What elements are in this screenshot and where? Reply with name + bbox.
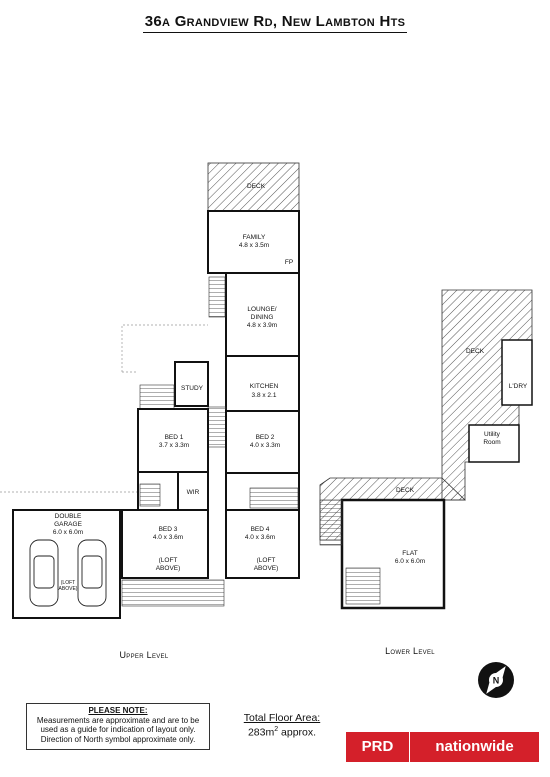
- logo-left: PRD: [346, 732, 409, 762]
- utility-label-2: Room: [483, 439, 501, 446]
- laundry: [501, 339, 533, 406]
- lounge-label-2: DINING: [250, 314, 274, 321]
- fireplace-label: FP: [284, 259, 294, 266]
- note-box: PLEASE NOTE: Measurements are approximat…: [26, 703, 210, 750]
- garage-label: DOUBLE: [54, 513, 82, 520]
- kitchen-dim: 3.8 x 2.1: [251, 392, 277, 399]
- garage-loft-label: (LOFT: [60, 580, 76, 586]
- flat-dim: 6.0 x 6.0m: [394, 558, 426, 565]
- garage-dim: 6.0 x 6.0m: [52, 529, 84, 536]
- kitchen-label: KITCHEN: [249, 383, 279, 390]
- logo-right: nationwide: [410, 732, 539, 762]
- bed1-label: BED 1: [164, 434, 184, 441]
- bed2-dim: 4.0 x 3.3m: [249, 442, 281, 449]
- bed4-loft-2: ABOVE): [253, 565, 279, 572]
- bed4-loft: (LOFT: [256, 557, 276, 564]
- upper-deck-label: DECK: [246, 183, 266, 190]
- total-floor-area: Total Floor Area: 283m2 approx.: [232, 712, 332, 739]
- flat-label: FLAT: [402, 550, 418, 557]
- lounge-dining: [225, 272, 300, 357]
- bed1-dim: 3.7 x 3.3m: [158, 442, 190, 449]
- note-line-1: Measurements are approximate and are to …: [36, 715, 200, 725]
- lower-deck-label: DECK: [395, 487, 415, 494]
- utility-label: Utility: [484, 431, 500, 438]
- garage-loft-label-2: ABOVE): [58, 586, 78, 592]
- utility-room: [468, 424, 520, 463]
- laundry-label: L'DRY: [508, 383, 528, 390]
- car-icon: [29, 539, 107, 607]
- page-title: 36a Grandview Rd, New Lambton Hts: [144, 13, 406, 30]
- north-compass-icon: N: [476, 660, 516, 700]
- site-boundary: [0, 324, 208, 493]
- upper-level-label: Upper Level: [119, 650, 169, 660]
- family-label: FAMILY: [242, 234, 266, 241]
- area-value: 283m2 approx.: [247, 726, 317, 739]
- note-line-2: used as a guide for indication of layout…: [40, 725, 196, 734]
- study-label: STUDY: [180, 385, 204, 392]
- floor-plan: [0, 162, 533, 619]
- lounge-label: LOUNGE/: [247, 306, 277, 313]
- bed3-dim: 4.0 x 3.6m: [152, 534, 184, 541]
- north-letter: N: [493, 676, 500, 686]
- bed4-dim: 4.0 x 3.6m: [244, 534, 276, 541]
- bed-2: [225, 410, 300, 474]
- bed-3: [121, 509, 209, 579]
- bed-1: [137, 408, 209, 473]
- note-line-3: Direction of North symbol approximate on…: [40, 734, 196, 744]
- family-dim: 4.8 x 3.5m: [238, 242, 270, 249]
- study: [174, 361, 209, 407]
- garage-label-2: GARAGE: [54, 521, 82, 528]
- bed3-loft: (LOFT: [158, 557, 178, 564]
- family-room: [207, 210, 300, 274]
- bed-4: [225, 509, 300, 579]
- right-deck-label: DECK: [465, 348, 485, 355]
- lounge-dim: 4.8 x 3.9m: [246, 322, 278, 329]
- kitchen: [225, 355, 300, 412]
- bed4-label: BED 4: [250, 526, 270, 533]
- note-heading: PLEASE NOTE:: [88, 706, 148, 715]
- bed3-loft-2: ABOVE): [155, 565, 181, 572]
- bed3-label: BED 3: [158, 526, 178, 533]
- upper-deck: [207, 162, 300, 212]
- area-label: Total Floor Area:: [243, 712, 321, 724]
- title-underline: [143, 32, 407, 33]
- wir-label: WIR: [186, 489, 200, 496]
- bed2-label: BED 2: [255, 434, 275, 441]
- prd-nationwide-logo: PRD nationwide: [346, 732, 539, 762]
- lower-level-label: Lower Level: [385, 646, 435, 656]
